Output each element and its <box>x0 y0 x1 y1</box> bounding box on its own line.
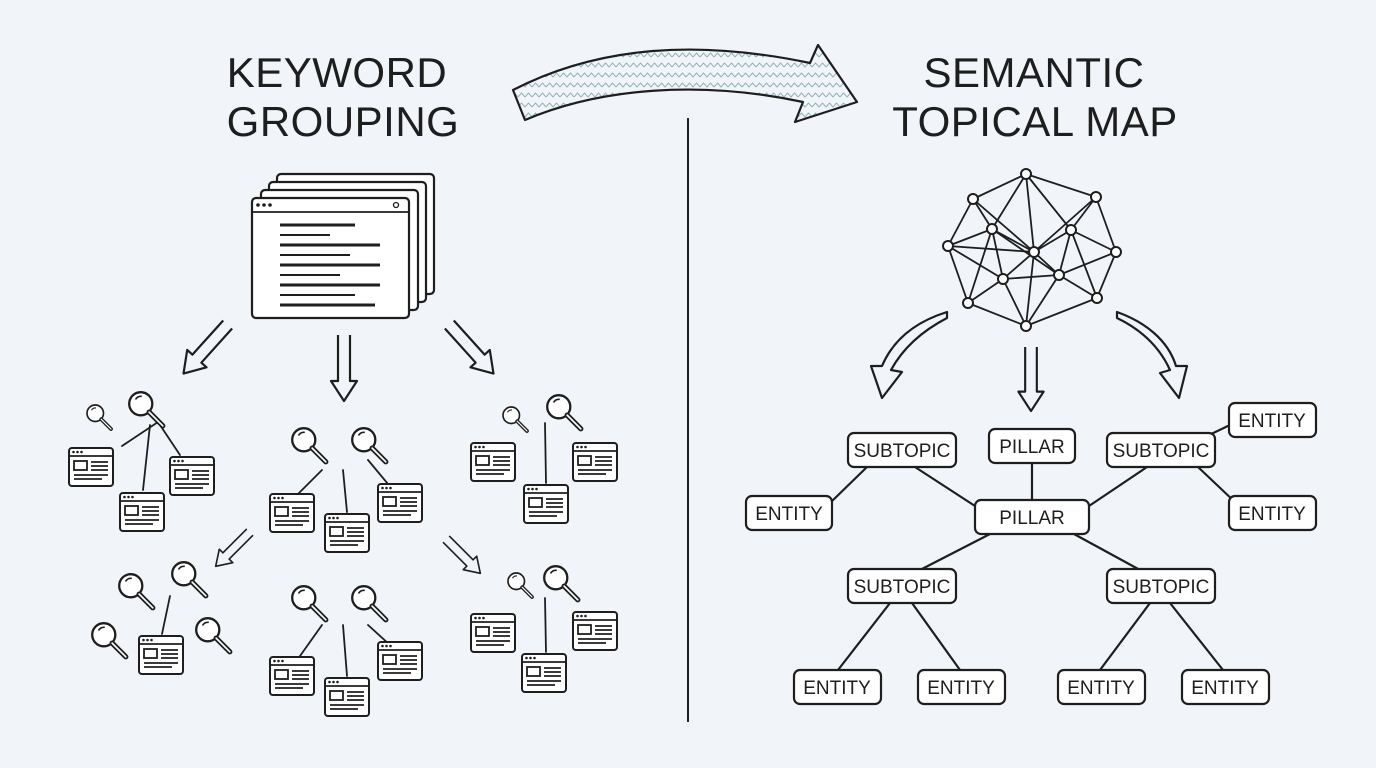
web-page-icon <box>68 446 114 488</box>
split-arrow-down-icon <box>329 333 359 403</box>
web-page-icon <box>470 612 516 654</box>
subtopic-node-bottom-right: SUBTOPIC <box>1105 567 1217 605</box>
split-arrow-left-icon <box>172 314 239 384</box>
keyword-cluster <box>269 586 423 718</box>
magnifier-icon <box>119 574 153 608</box>
sub-arrow-right-icon <box>438 531 489 582</box>
web-page-icon <box>138 634 184 676</box>
entity-node-mid-right: ENTITY <box>1227 494 1318 532</box>
entity-node-label: ENTITY <box>755 504 823 525</box>
magnifier-icon <box>352 428 386 462</box>
subtopic-node-label: SUBTOPIC <box>854 577 951 598</box>
keyword-cluster <box>68 392 215 533</box>
web-page-icon <box>523 483 569 525</box>
pillar-node-center-label: PILLAR <box>999 508 1064 529</box>
keyword-cluster <box>470 395 618 525</box>
keyword-cluster <box>92 562 230 676</box>
pillar-node-center: PILLAR <box>973 498 1091 536</box>
magnifier-icon <box>292 586 326 620</box>
subtopic-node-label: SUBTOPIC <box>854 441 951 462</box>
right-title-line1: SEMANTIC <box>923 49 1144 96</box>
entity-node-label: ENTITY <box>1238 411 1306 432</box>
web-page-icon <box>377 640 423 682</box>
magnifier-icon <box>196 618 230 652</box>
left-title-line1: KEYWORD <box>227 49 448 96</box>
browser-window-stack-icon <box>250 172 436 320</box>
web-page-icon <box>572 441 618 483</box>
magnifier-icon <box>92 623 126 657</box>
magnifier-icon <box>85 403 113 431</box>
web-page-icon <box>269 655 315 697</box>
entity-node-bottom-1: ENTITY <box>792 668 883 706</box>
knowledge-graph-icon <box>942 168 1122 332</box>
magnifier-icon <box>547 395 581 429</box>
magnifier-icon <box>506 571 534 599</box>
left-title-line2: GROUPING <box>227 98 460 145</box>
sub-arrow-left-icon <box>207 524 258 575</box>
keyword-cluster <box>470 566 618 694</box>
subtopic-node-bottom-left: SUBTOPIC <box>846 567 958 605</box>
curved-arrow-left-icon <box>869 310 949 400</box>
keyword-cluster <box>269 428 423 554</box>
magnifier-icon <box>352 586 386 620</box>
entity-node-label: ENTITY <box>803 678 871 699</box>
split-arrow-right-icon <box>438 314 505 384</box>
straight-arrow-down-icon <box>1017 345 1045 413</box>
subtopic-node-label: SUBTOPIC <box>1113 577 1210 598</box>
tree-connectors <box>828 422 1238 672</box>
web-page-icon <box>377 482 423 524</box>
web-page-icon <box>119 491 165 533</box>
entity-node-label: ENTITY <box>1238 504 1306 525</box>
entity-node-bottom-2: ENTITY <box>916 668 1007 706</box>
entity-node-label: ENTITY <box>1067 678 1135 699</box>
magnifier-icon <box>172 562 206 596</box>
web-page-icon <box>169 455 215 497</box>
magnifier-icon <box>544 566 578 600</box>
subtopic-node-top-left: SUBTOPIC <box>846 431 958 469</box>
entity-node-top-right: ENTITY <box>1227 401 1318 439</box>
web-page-icon <box>572 610 618 652</box>
web-page-icon <box>470 441 516 483</box>
curved-arrow-right-icon <box>1115 310 1189 400</box>
right-title-line2: TOPICAL MAP <box>892 98 1178 145</box>
pillar-node-top-label: PILLAR <box>999 437 1064 458</box>
subtopic-node-label: SUBTOPIC <box>1113 441 1210 462</box>
web-page-icon <box>324 512 370 554</box>
curved-arrow-right-icon <box>511 43 859 124</box>
entity-node-bottom-3: ENTITY <box>1056 668 1147 706</box>
magnifier-icon <box>292 428 326 462</box>
magnifier-icon <box>129 392 163 426</box>
magnifier-icon <box>501 405 529 433</box>
web-page-icon <box>324 676 370 718</box>
entity-node-label: ENTITY <box>927 678 995 699</box>
entity-node-mid-left: ENTITY <box>744 494 834 532</box>
subtopic-node-top-right: SUBTOPIC <box>1105 431 1217 469</box>
web-page-icon <box>521 652 567 694</box>
pillar-node-top: PILLAR <box>987 427 1077 465</box>
entity-node-bottom-4: ENTITY <box>1180 668 1271 706</box>
web-page-icon <box>269 492 315 534</box>
entity-node-label: ENTITY <box>1191 678 1259 699</box>
